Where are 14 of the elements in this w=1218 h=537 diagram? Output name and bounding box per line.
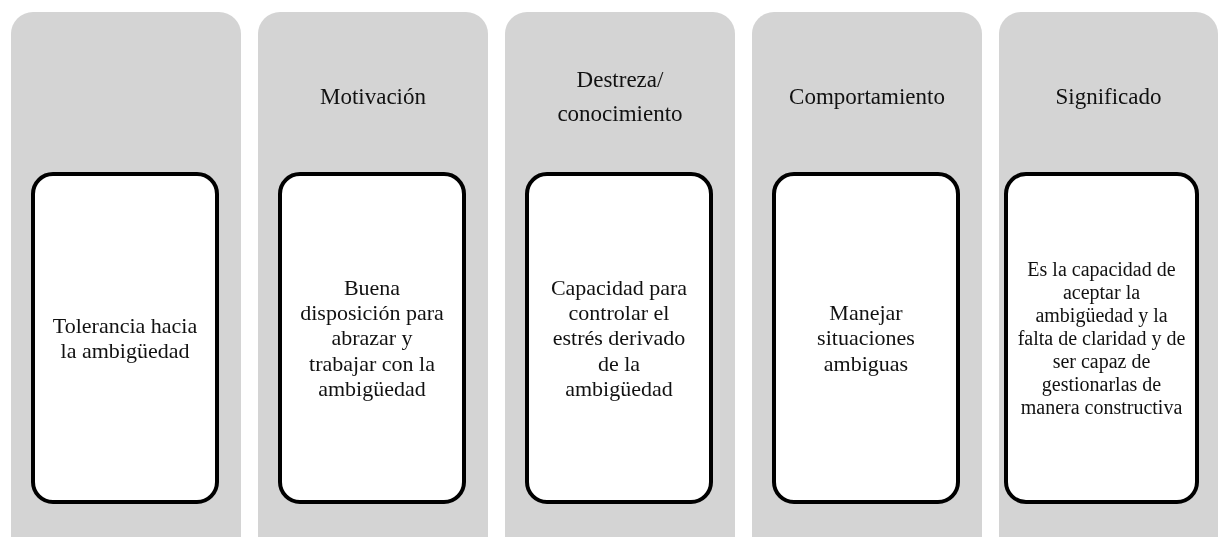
- column-band: [258, 12, 488, 537]
- text-box: Manejar situaciones ambiguas: [772, 172, 960, 504]
- column-band: [505, 12, 735, 537]
- column-band: [752, 12, 982, 537]
- column-heading: Motivación: [319, 82, 426, 111]
- text-box: Es la capacidad de aceptar la ambigüedad y la falta de claridad y de ser capaz de gestionarlas de manera constructiva: [1004, 172, 1199, 504]
- text-box: Capacidad para controlar el estrés derivado de la ambigüedad: [525, 172, 713, 504]
- text-box: Tolerancia hacia la ambigüedad: [31, 172, 219, 504]
- column-heading: Destreza/ conocimiento: [556, 65, 684, 128]
- column-band: [999, 12, 1218, 537]
- text-box: Buena disposición para abrazar y trabajar con la ambigüedad: [278, 172, 466, 504]
- column-heading: Significado: [1055, 82, 1162, 111]
- column-heading: Comportamiento: [789, 82, 945, 111]
- column-band: [11, 12, 241, 537]
